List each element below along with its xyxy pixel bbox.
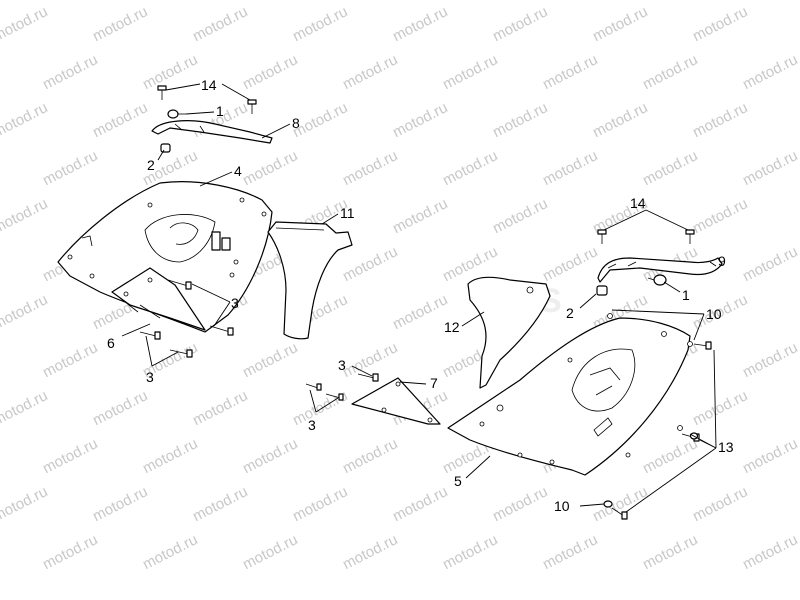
- callout-8: 8: [292, 115, 300, 131]
- part-14-bolt-right-b: [685, 229, 695, 244]
- part-3-screw-left-d: [169, 349, 193, 358]
- part-3-screw-left-b: [209, 325, 234, 336]
- part-9-bracket: [597, 257, 723, 283]
- callout-7: 7: [430, 375, 438, 391]
- part-1-rivet-left: [167, 109, 186, 119]
- callout-12: 12: [444, 319, 460, 335]
- callout-13: 13: [718, 439, 734, 455]
- callout-4: 4: [234, 163, 242, 179]
- part-11-panel: [267, 221, 353, 340]
- part-3-screw-left-a: [167, 279, 192, 290]
- callout-14-right: 14: [630, 195, 646, 211]
- part-7-triangle-panel: [351, 377, 441, 425]
- part-13-screw-right-c: [611, 507, 628, 520]
- part-14-bolt-left-b: [247, 99, 257, 114]
- callout-10-lower: 10: [554, 498, 570, 514]
- part-13-screw-right-a: [693, 341, 712, 350]
- callout-3-left-lower: 3: [146, 369, 154, 385]
- callout-1-right: 1: [682, 287, 690, 303]
- callout-6: 6: [107, 335, 115, 351]
- callout-9: 9: [718, 253, 726, 269]
- part-2-grommet-right: [596, 285, 608, 296]
- callout-labels: 14 1 8 2 4 11 3 6 3 14 9 1 2 10 12 3 7 3…: [107, 77, 734, 514]
- callout-3-mid-upper: 3: [338, 357, 346, 373]
- part-3-screw-mid-c: [325, 393, 344, 401]
- callout-3-mid-lower: 3: [308, 417, 316, 433]
- part-6-inner-panel: [111, 267, 206, 331]
- part-8-bracket: [151, 120, 273, 144]
- part-3-screw-left-c: [139, 331, 161, 340]
- callout-1-left: 1: [216, 103, 224, 119]
- part-14-bolt-right-a: [597, 229, 607, 244]
- leader-lines: [121, 83, 717, 513]
- part-5-right-fairing: [447, 313, 693, 476]
- part-2-grommet-left: [160, 143, 171, 153]
- part-3-screw-mid-b: [305, 383, 322, 391]
- callout-11: 11: [340, 205, 355, 221]
- part-1-rivet-right: [647, 274, 667, 286]
- callout-2-left: 2: [147, 157, 155, 173]
- part-3-screw-mid-a: [357, 373, 379, 382]
- callout-2-right: 2: [566, 305, 574, 321]
- part-12-side-panel: [467, 276, 551, 389]
- callout-3-left-upper: 3: [231, 295, 239, 311]
- callout-10-upper: 10: [706, 306, 722, 322]
- callout-5: 5: [454, 473, 462, 489]
- part-14-bolt-left-a: [157, 85, 167, 100]
- callout-14-left: 14: [201, 77, 217, 93]
